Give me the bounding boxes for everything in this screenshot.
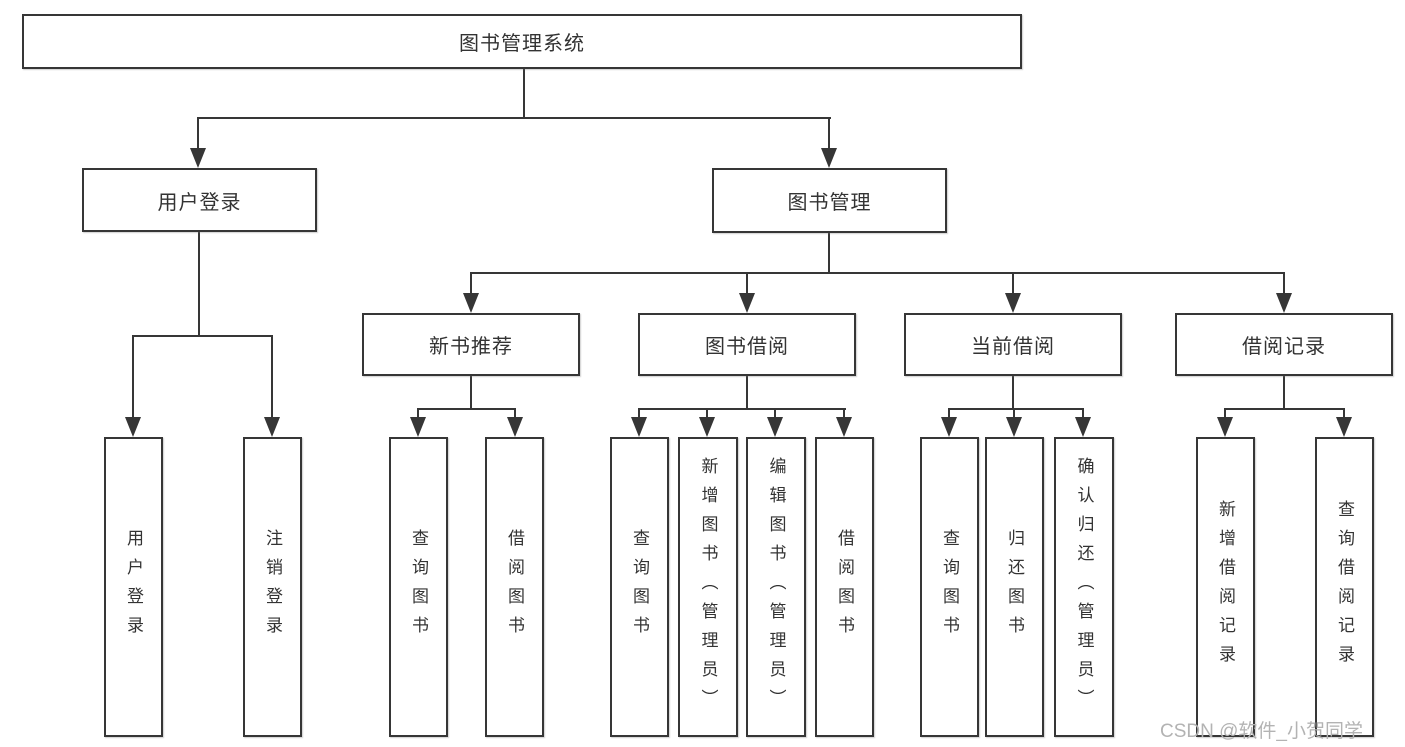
node-label: 查询图书 bbox=[409, 529, 428, 645]
connector-borrowrecord-leaf2 bbox=[1343, 408, 1345, 420]
leaf-add-books-admin: 新增图书（管理员） bbox=[678, 437, 738, 737]
node-label: 图书管理 bbox=[787, 192, 872, 214]
connector-currentborrow-leaf3 bbox=[1082, 408, 1084, 420]
arrowhead-to-newbook bbox=[463, 293, 479, 313]
connector-level2-bar bbox=[470, 272, 1285, 274]
connector-newbook-stem bbox=[470, 376, 472, 410]
connector-to-user-login bbox=[197, 117, 199, 151]
connector-to-newbook bbox=[470, 272, 472, 296]
node-label: 图书管理系统 bbox=[459, 33, 585, 55]
connector-currentborrow-stem bbox=[1012, 376, 1014, 410]
node-root-library-system: 图书管理系统 bbox=[22, 14, 1022, 69]
connector-bookborrow-leaf3 bbox=[774, 408, 776, 420]
connector-root-stem bbox=[523, 69, 525, 118]
connector-userlogin-stem bbox=[198, 232, 200, 336]
node-current-borrow: 当前借阅 bbox=[904, 313, 1122, 376]
node-label: 新书推荐 bbox=[429, 336, 513, 358]
node-label: 查询图书 bbox=[630, 529, 649, 645]
node-label: 图书借阅 bbox=[705, 336, 789, 358]
leaf-borrow-books-1: 借阅图书 bbox=[485, 437, 544, 737]
node-label: 用户登录 bbox=[157, 191, 242, 214]
node-label: 用户登录 bbox=[124, 529, 143, 645]
connector-newbook-leaf2 bbox=[514, 408, 516, 420]
connector-currentborrow-leaf1 bbox=[948, 408, 950, 420]
node-label: 新增借阅记录 bbox=[1216, 500, 1235, 674]
arrowhead-currentborrow-leaf1 bbox=[941, 417, 957, 437]
connector-to-bookborrow bbox=[746, 272, 748, 296]
arrowhead-newbook-leaf2 bbox=[507, 417, 523, 437]
leaf-confirm-return-admin: 确认归还（管理员） bbox=[1054, 437, 1114, 737]
arrowhead-borrowrecord-leaf2 bbox=[1336, 417, 1352, 437]
leaf-logout: 注销登录 bbox=[243, 437, 302, 737]
arrowhead-to-borrowrecord bbox=[1276, 293, 1292, 313]
node-user-login: 用户登录 bbox=[82, 168, 317, 232]
leaf-query-books-2: 查询图书 bbox=[610, 437, 669, 737]
leaf-query-books-3: 查询图书 bbox=[920, 437, 979, 737]
node-label: 借阅图书 bbox=[505, 529, 524, 645]
connector-to-borrowrecord bbox=[1283, 272, 1285, 296]
arrowhead-to-currentborrow bbox=[1005, 293, 1021, 313]
arrowhead-to-leaf-logout bbox=[264, 417, 280, 437]
node-label: 借阅记录 bbox=[1242, 336, 1326, 358]
arrowhead-to-user-login bbox=[190, 148, 206, 168]
node-label: 查询借阅记录 bbox=[1335, 500, 1354, 674]
node-label: 归还图书 bbox=[1005, 529, 1024, 645]
arrowhead-bookborrow-leaf1 bbox=[631, 417, 647, 437]
arrowhead-bookborrow-leaf4 bbox=[836, 417, 852, 437]
arrowhead-borrowrecord-leaf1 bbox=[1217, 417, 1233, 437]
connector-borrowrecord-leaf1 bbox=[1224, 408, 1226, 420]
arrowhead-newbook-leaf1 bbox=[410, 417, 426, 437]
leaf-query-books-1: 查询图书 bbox=[389, 437, 448, 737]
node-label: 确认归还（管理员） bbox=[1074, 456, 1094, 718]
connector-currentborrow-leaf2 bbox=[1013, 408, 1015, 420]
arrowhead-bookborrow-leaf2 bbox=[699, 417, 715, 437]
node-new-book-recommend: 新书推荐 bbox=[362, 313, 580, 376]
arrowhead-to-leaf-login bbox=[125, 417, 141, 437]
leaf-query-borrow-record: 查询借阅记录 bbox=[1315, 437, 1374, 737]
leaf-user-login: 用户登录 bbox=[104, 437, 163, 737]
connector-currentborrow-bar bbox=[948, 408, 1084, 410]
arrowhead-currentborrow-leaf2 bbox=[1006, 417, 1022, 437]
connector-bookborrow-leaf2 bbox=[706, 408, 708, 420]
leaf-borrow-books-2: 借阅图书 bbox=[815, 437, 874, 737]
arrowhead-to-book-mgmt bbox=[821, 148, 837, 168]
leaf-add-borrow-record: 新增借阅记录 bbox=[1196, 437, 1255, 737]
connector-to-leaf-logout bbox=[271, 335, 273, 420]
node-book-borrow: 图书借阅 bbox=[638, 313, 856, 376]
arrowhead-to-bookborrow bbox=[739, 293, 755, 313]
connector-userlogin-bar bbox=[132, 335, 273, 337]
node-label: 当前借阅 bbox=[971, 336, 1055, 358]
leaf-edit-books-admin: 编辑图书（管理员） bbox=[746, 437, 806, 737]
node-label: 注销登录 bbox=[263, 529, 282, 645]
connector-level1-bar bbox=[197, 117, 831, 119]
connector-newbook-bar bbox=[417, 408, 516, 410]
connector-to-book-mgmt bbox=[828, 117, 830, 151]
connector-bookmgmt-stem bbox=[828, 233, 830, 274]
connector-to-leaf-login bbox=[132, 335, 134, 420]
connector-bookborrow-leaf4 bbox=[843, 408, 845, 420]
node-label: 借阅图书 bbox=[835, 529, 854, 645]
node-label: 新增图书（管理员） bbox=[698, 456, 718, 718]
connector-borrowrecord-stem bbox=[1283, 376, 1285, 410]
arrowhead-bookborrow-leaf3 bbox=[767, 417, 783, 437]
leaf-return-books: 归还图书 bbox=[985, 437, 1044, 737]
connector-bookborrow-stem bbox=[746, 376, 748, 410]
csdn-watermark: CSDN @软件_小贺同学 bbox=[1160, 721, 1363, 742]
connector-borrowrecord-bar bbox=[1224, 408, 1345, 410]
connector-to-currentborrow bbox=[1012, 272, 1014, 296]
arrowhead-currentborrow-leaf3 bbox=[1075, 417, 1091, 437]
connector-bookborrow-leaf1 bbox=[638, 408, 640, 420]
node-borrow-record: 借阅记录 bbox=[1175, 313, 1393, 376]
connector-bookborrow-bar bbox=[638, 408, 846, 410]
node-label: 查询图书 bbox=[940, 529, 959, 645]
node-book-management: 图书管理 bbox=[712, 168, 947, 233]
node-label: 编辑图书（管理员） bbox=[766, 456, 786, 718]
connector-newbook-leaf1 bbox=[417, 408, 419, 420]
